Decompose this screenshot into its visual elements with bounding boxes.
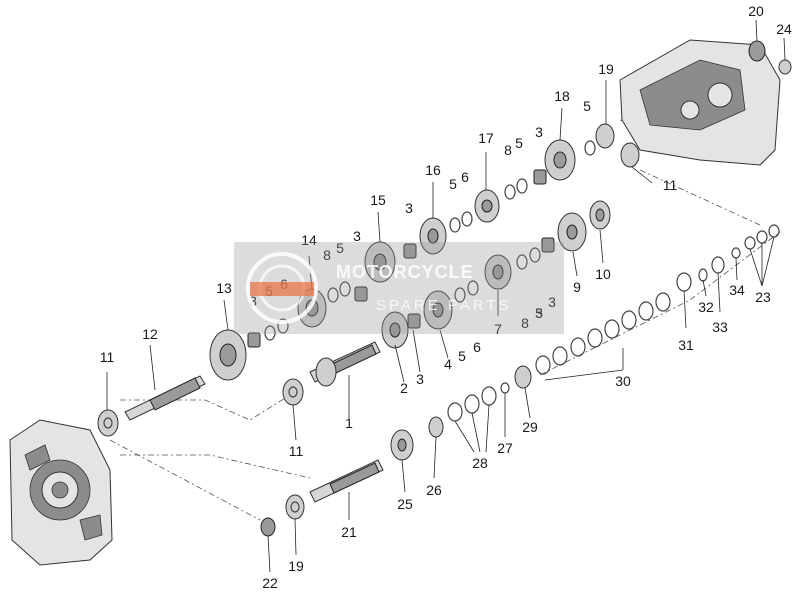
label-part-5: 5 <box>336 240 344 256</box>
label-part-3: 3 <box>353 228 361 244</box>
label-part-9: 9 <box>573 279 581 295</box>
left-housing <box>9 419 113 566</box>
label-part-6: 6 <box>473 339 481 355</box>
label-part-6: 6 <box>461 169 469 185</box>
label-part-13: 13 <box>216 280 232 296</box>
label-part-14: 14 <box>301 232 317 248</box>
label-part-11: 11 <box>289 443 304 459</box>
label-part-19: 19 <box>598 61 614 77</box>
label-part-21: 21 <box>341 524 357 540</box>
label-part-16: 16 <box>425 162 441 178</box>
label-part-20: 20 <box>748 3 764 19</box>
label-part-25: 25 <box>397 496 413 512</box>
label-part-2: 2 <box>400 380 408 396</box>
watermark-text: MOTORCYCLE SPARE PARTS <box>330 262 512 314</box>
label-part-34: 34 <box>729 282 745 298</box>
label-part-17: 17 <box>478 130 494 146</box>
label-part-30: 30 <box>615 373 631 389</box>
right-housing <box>619 39 781 166</box>
label-part-31: 31 <box>678 337 694 353</box>
label-part-1: 1 <box>345 415 353 431</box>
label-part-32: 32 <box>698 299 714 315</box>
label-part-5: 5 <box>535 305 543 321</box>
label-part-29: 29 <box>522 419 538 435</box>
label-part-11: 11 <box>663 177 678 193</box>
label-part-26: 26 <box>426 482 442 498</box>
label-part-12: 12 <box>142 326 158 342</box>
label-part-7: 7 <box>494 321 502 337</box>
label-part-10: 10 <box>595 266 611 282</box>
label-part-5: 5 <box>449 176 457 192</box>
label-part-3: 3 <box>416 371 424 387</box>
label-part-8: 8 <box>521 315 529 331</box>
bearings <box>97 40 792 537</box>
watermark-brand: MOTORCYCLE <box>336 262 474 282</box>
label-part-4: 4 <box>444 356 452 372</box>
label-part-5: 5 <box>458 348 466 364</box>
label-part-33: 33 <box>712 319 728 335</box>
watermark-logo-icon <box>234 242 330 334</box>
watermark-banner: MOTORCYCLE SPARE PARTS <box>234 242 564 334</box>
label-part-8: 8 <box>504 142 512 158</box>
label-part-27: 27 <box>497 440 513 456</box>
label-part-8: 8 <box>323 247 331 263</box>
label-part-5: 5 <box>515 135 523 151</box>
label-part-3: 3 <box>405 200 413 216</box>
label-part-18: 18 <box>554 88 570 104</box>
label-part-24: 24 <box>776 21 792 37</box>
label-part-3: 3 <box>535 305 543 321</box>
label-part-15: 15 <box>370 192 386 208</box>
label-part-11: 11 <box>100 349 115 365</box>
label-part-3: 3 <box>535 124 543 140</box>
output-shaft <box>309 459 384 503</box>
label-part-19: 19 <box>288 558 304 574</box>
label-part-23: 23 <box>755 289 771 305</box>
label-part-5: 5 <box>583 98 591 114</box>
label-part-3: 3 <box>249 293 257 309</box>
watermark-subtitle: SPARE PARTS <box>376 297 512 314</box>
label-part-22: 22 <box>262 575 278 591</box>
label-part-3: 3 <box>548 294 556 310</box>
label-part-28: 28 <box>472 455 488 471</box>
main-shaft <box>124 375 206 421</box>
gear-set <box>209 139 611 461</box>
